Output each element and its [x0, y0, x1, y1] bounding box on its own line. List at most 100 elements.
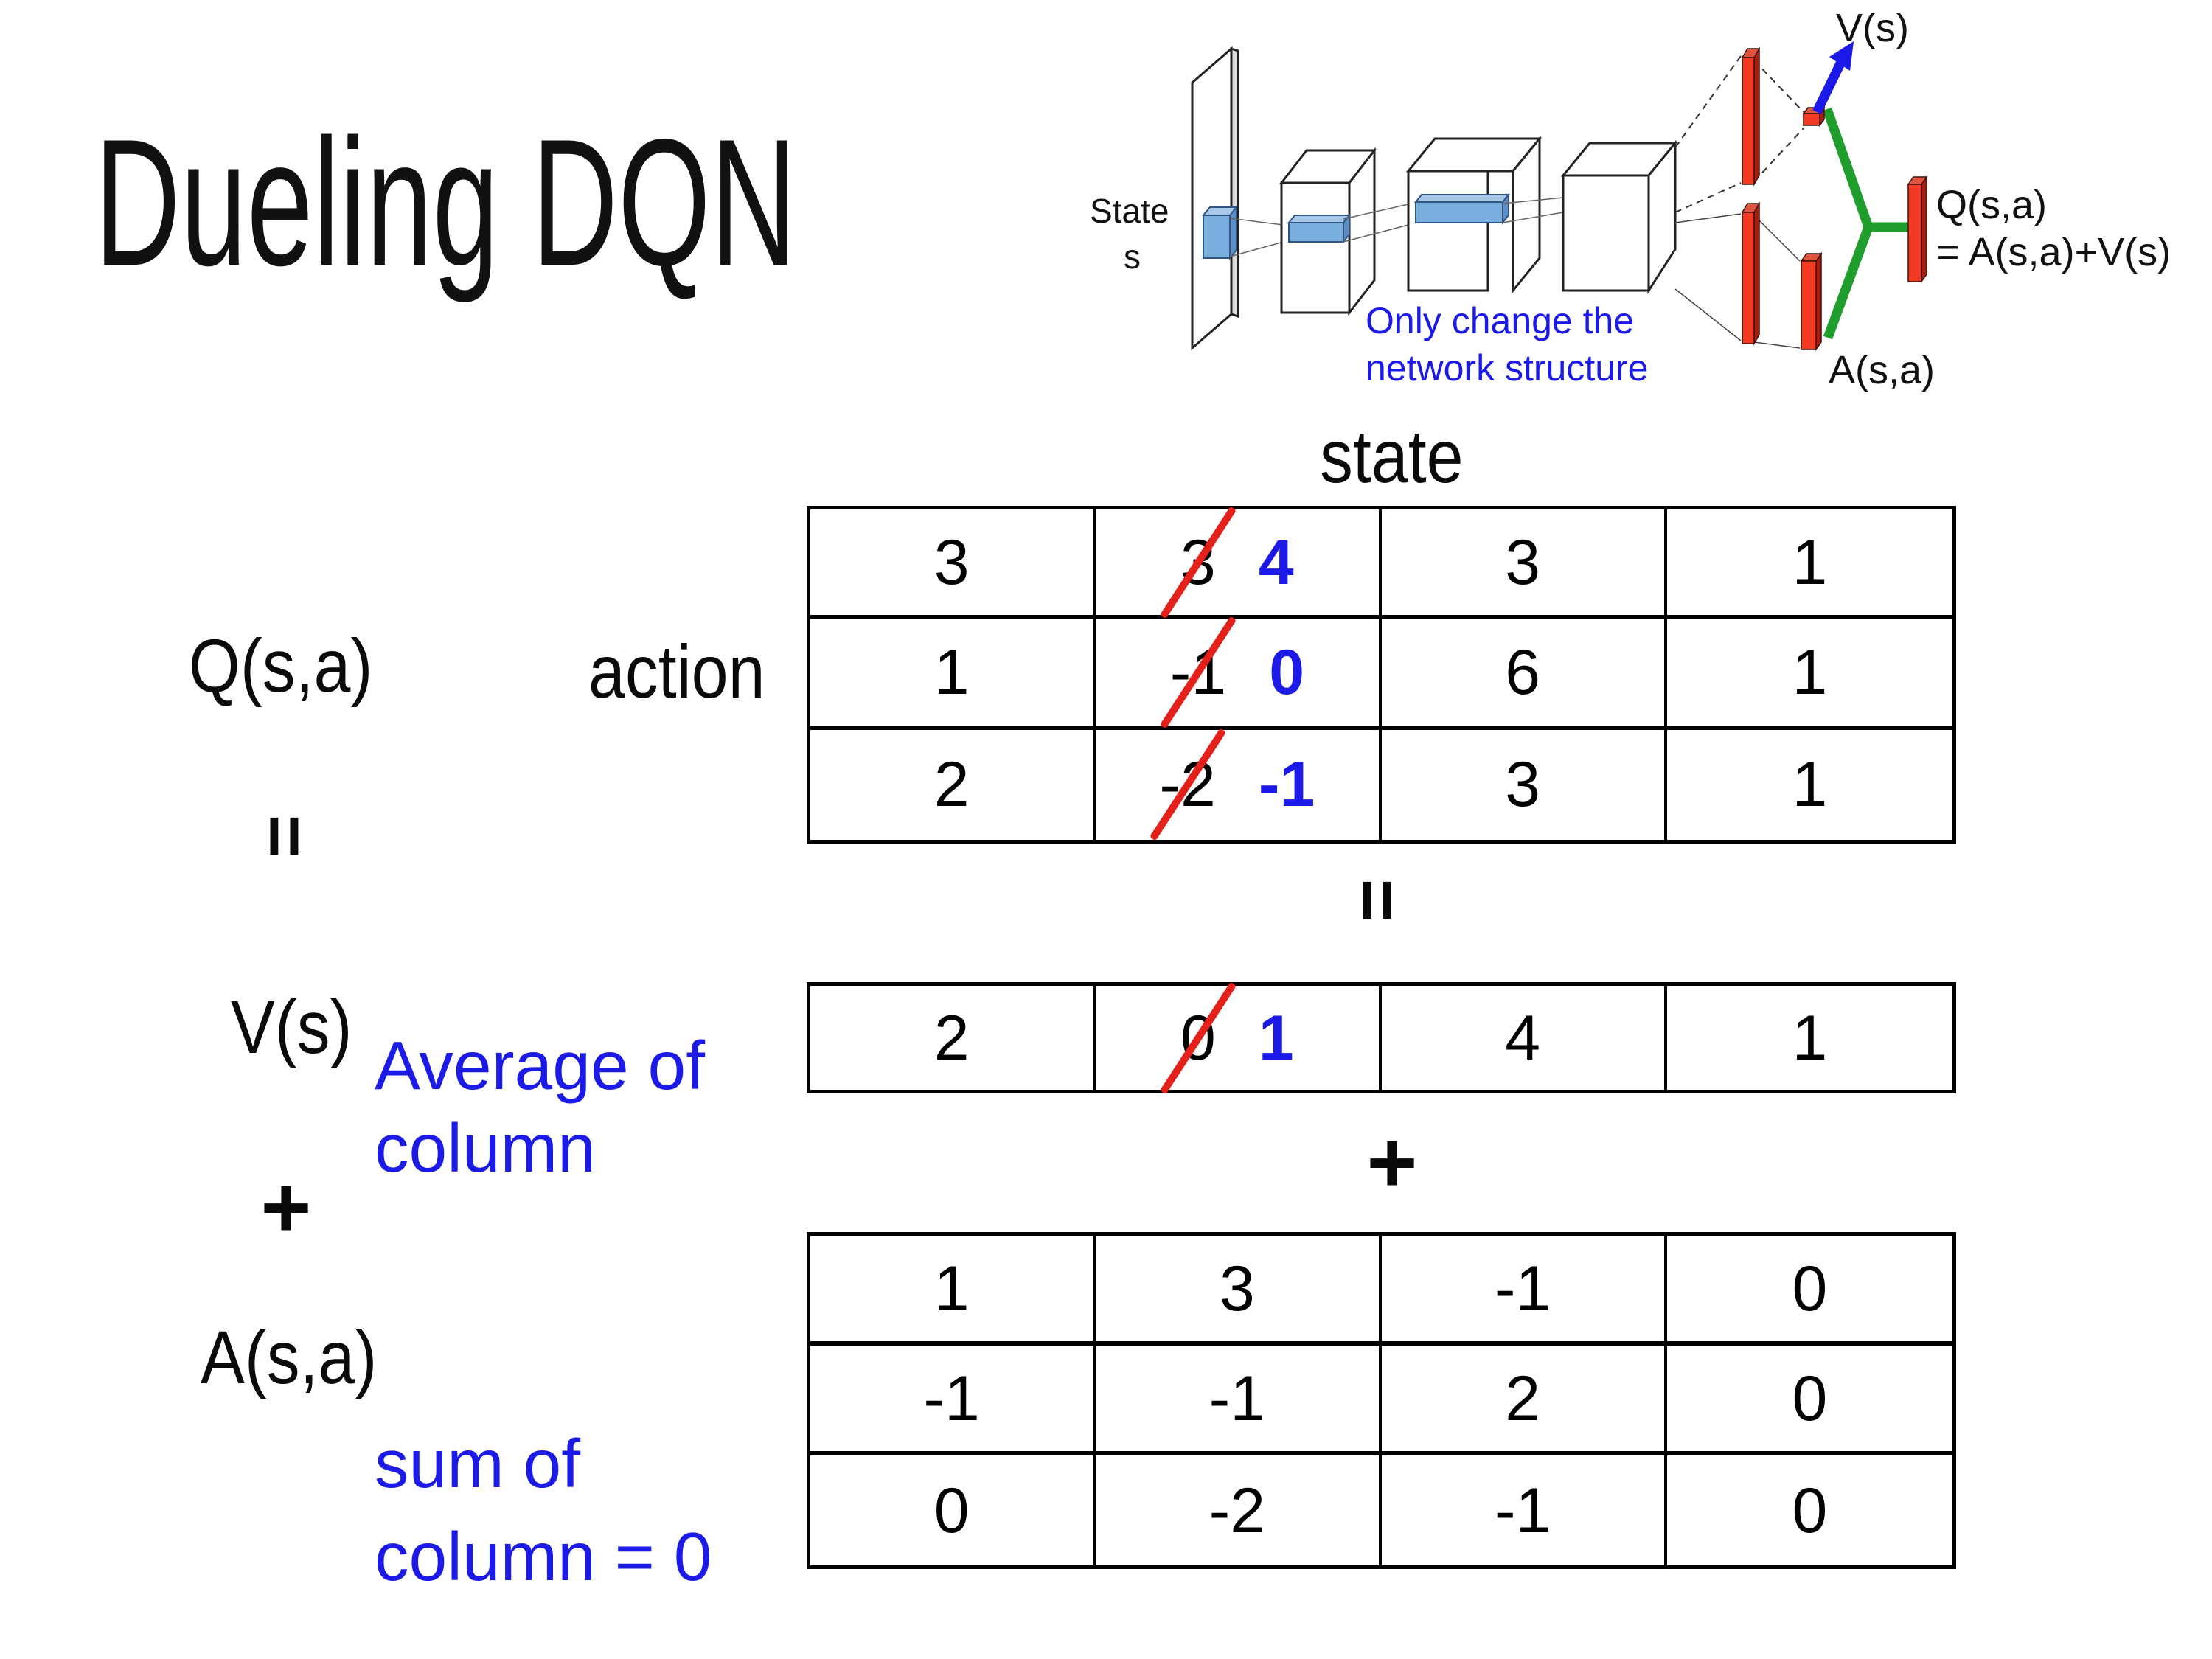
fc-bar-advantage-stream [1741, 201, 1761, 346]
table-cell: 0 [810, 1455, 1096, 1565]
crossed-value-wrap: 3 [1159, 506, 1237, 619]
diagram-a-output-label: A(s,a) [1829, 348, 1935, 392]
new-value: 1 [1258, 1002, 1294, 1074]
projection-line [1229, 218, 1290, 226]
solid-connector [1753, 215, 1801, 262]
cell-value: 1 [1792, 749, 1828, 821]
red-strikethrough-icon [1159, 506, 1237, 619]
table-cell: 0 [1666, 1236, 1952, 1346]
input-patch [1201, 205, 1239, 260]
table-cell-crossed: 0 1 [1096, 981, 1382, 1095]
table-cell: 1 [810, 1236, 1096, 1346]
projection-line [1229, 240, 1290, 257]
table-cell: 2 [810, 986, 1096, 1090]
equals-sign-left: = [243, 814, 327, 858]
advantage-vector-bar [1800, 251, 1823, 352]
plus-sign-left: + [260, 1159, 312, 1256]
v-matrix-label: V(s) [231, 985, 352, 1069]
table-cell: 2 [810, 729, 1096, 840]
diagram-v-output-label: V(s) [1836, 6, 1909, 50]
sum-of-column-note: sum of column = 0 [375, 1417, 712, 1604]
v-table: 2 0 1 4 1 [807, 981, 1956, 1095]
fc-bar-value-stream [1741, 46, 1761, 187]
dashed-connector [1753, 128, 1804, 182]
table-cell: 1 [1667, 730, 1952, 840]
cell-value: 3 [1505, 749, 1541, 821]
table-cell: 1 [1666, 619, 1952, 730]
network-diagram: State s Only change the network structur… [1090, 6, 2171, 392]
cell-value: 1 [1792, 526, 1828, 598]
q-matrix-label: Q(s,a) [189, 624, 373, 708]
equals-sign-center: = [1336, 878, 1419, 922]
projection-line [1502, 212, 1564, 223]
cell-value: -1 [1494, 1475, 1551, 1546]
cell-value: 1 [933, 1253, 970, 1324]
diagram-q-output-formula: = A(s,a)+V(s) [1936, 230, 2171, 274]
diagram-state-s: s [1124, 237, 1141, 276]
table-cell: -2 [1096, 1455, 1382, 1565]
action-axis-label: action [588, 630, 765, 714]
cell-value: -1 [1208, 1363, 1266, 1434]
projection-line [1343, 204, 1409, 220]
q-output-bar [1907, 175, 1928, 284]
dashed-connector [1674, 55, 1742, 148]
cell-value: 4 [1505, 1002, 1541, 1074]
solid-connector [1674, 288, 1742, 341]
new-value: 0 [1269, 636, 1305, 708]
table-cell: 6 [1381, 619, 1667, 730]
cell-value: -1 [1494, 1253, 1551, 1324]
table-cell: 1 [1667, 986, 1952, 1090]
table-cell: 3 [1382, 729, 1667, 840]
cell-value: 1 [1792, 1002, 1828, 1074]
table-cell-crossed: -1 0 [1096, 616, 1382, 730]
table-cell: -1 [1096, 1346, 1382, 1455]
projection-line [1343, 224, 1409, 243]
cell-value: 2 [933, 1002, 970, 1074]
diagram-note-line2: network structure [1366, 347, 1648, 389]
table-cell-crossed: -2 -1 [1096, 728, 1382, 841]
cell-value: 6 [1505, 636, 1541, 708]
conv-box-1 [1279, 147, 1377, 316]
table-cell: 1 [810, 619, 1096, 730]
table-cell: 1 [1666, 509, 1952, 620]
cell-value: 3 [1505, 526, 1541, 598]
table-cell: 0 [1667, 1455, 1952, 1565]
page-title: Dueling DQN [94, 101, 797, 303]
red-strikethrough-icon [1159, 981, 1237, 1095]
feature-slab-1 [1287, 213, 1352, 244]
table-cell: 3 [1381, 509, 1667, 620]
dashed-connector [1753, 60, 1804, 113]
feature-slab-2 [1413, 192, 1511, 225]
crossed-value-wrap: 0 [1159, 981, 1237, 1095]
cell-value: 0 [933, 1475, 970, 1546]
table-cell: 3 [810, 509, 1096, 620]
plus-sign-center: + [1366, 1114, 1418, 1211]
average-of-column-note: Average of column [375, 1025, 705, 1189]
diagram-note-line1: Only change the [1366, 300, 1634, 341]
a-matrix-label: A(s,a) [201, 1315, 378, 1399]
cell-value: 2 [933, 749, 970, 821]
cell-value: 1 [933, 636, 970, 708]
table-cell-crossed: 3 4 [1096, 506, 1382, 620]
table-cell: -1 [1382, 1455, 1667, 1565]
table-cell: 0 [1666, 1346, 1952, 1455]
conv-box-2 [1405, 135, 1543, 294]
solid-connector [1753, 341, 1801, 349]
crossed-value-wrap: -2 [1149, 728, 1226, 841]
cell-value: -2 [1208, 1475, 1266, 1546]
cell-value: -1 [923, 1363, 980, 1434]
crossed-value-wrap: -1 [1159, 616, 1237, 729]
q-table: 3 3 4 3 1 1 -1 0 6 1 2 -2 -1 3 1 [807, 506, 1956, 844]
cell-value: 0 [1792, 1253, 1828, 1324]
green-aggregator [1822, 107, 1910, 340]
cell-value: 1 [1792, 636, 1828, 708]
cell-value: 2 [1505, 1363, 1541, 1434]
diagram-state-label: State [1090, 192, 1169, 230]
table-cell: 2 [1381, 1346, 1667, 1455]
table-cell: 3 [1096, 1236, 1382, 1346]
v-arrow-icon [1812, 41, 1854, 114]
note-line: column [375, 1109, 596, 1186]
state-axis-label: state [1320, 414, 1464, 498]
a-table: 1 3 -1 0 -1 -1 2 0 0 -2 -1 0 [807, 1232, 1956, 1569]
